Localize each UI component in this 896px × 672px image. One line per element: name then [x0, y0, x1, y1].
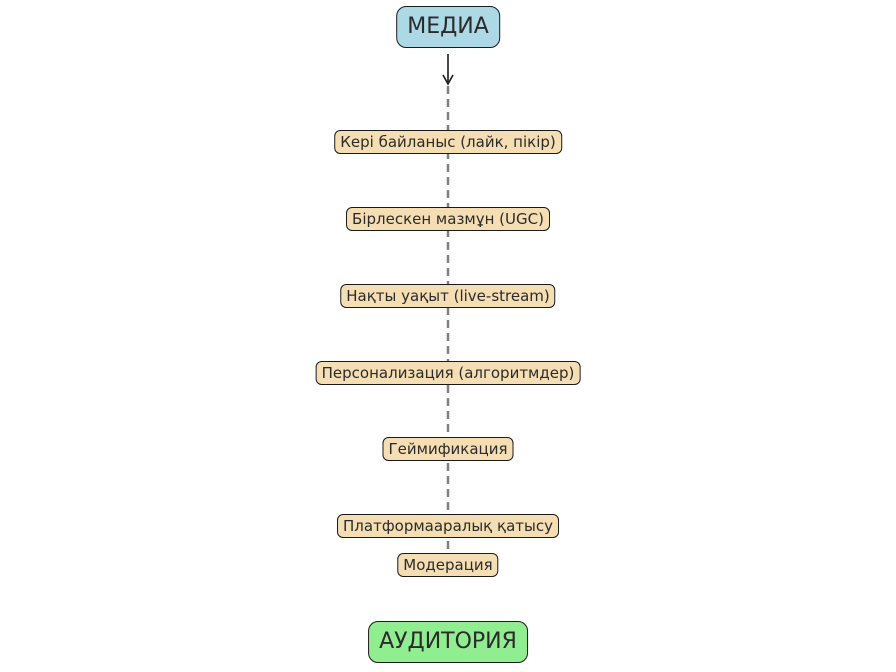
mechanism-ugc: Бірлескен мазмұн (UGC) [346, 207, 550, 231]
mechanism-cross-platform: Платформааралық қатысу [337, 514, 559, 538]
audience-node: АУДИТОРИЯ [368, 621, 528, 663]
mechanism-feedback: Кері байланыс (лайк, пікір) [334, 130, 562, 154]
mechanism-live-stream: Нақты уақыт (live-stream) [340, 284, 556, 308]
media-node: МЕДИА [396, 6, 500, 48]
mechanism-gamification: Геймификация [382, 437, 514, 461]
mechanism-personalization: Персонализация (алгоритмдер) [315, 361, 581, 385]
mechanism-moderation: Модерация [397, 553, 499, 577]
arrow-head-icon [442, 74, 454, 86]
